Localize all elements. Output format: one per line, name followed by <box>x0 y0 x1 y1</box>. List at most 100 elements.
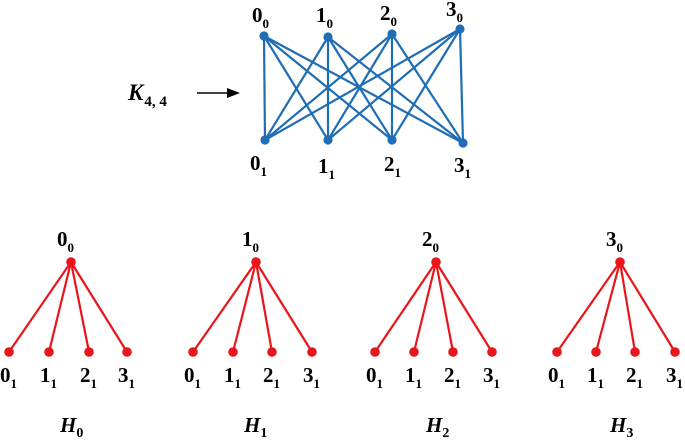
star-3-edge-0 <box>556 261 621 353</box>
star-0-center-label-subscript: 0 <box>68 240 75 255</box>
star-2-leaf-label-3-main: 3 <box>483 363 494 387</box>
k44-bottom-label-0-main: 0 <box>250 151 261 175</box>
k44-edge-1-3 <box>327 36 464 144</box>
star-1-leaf-label-1: 11 <box>224 363 241 391</box>
k44-bottom-node-2 <box>387 135 397 145</box>
k44-bottom-node-3 <box>458 138 468 148</box>
k44-bottom-label-3-subscript: 1 <box>465 166 472 181</box>
k44-title: K4, 4 <box>127 80 167 110</box>
star-2-name-main: H <box>425 413 443 437</box>
k44-top-label-3-subscript: 0 <box>457 10 464 25</box>
k44-bottom-label-0: 01 <box>250 151 267 179</box>
k44-bottom-label-3-main: 3 <box>454 153 465 177</box>
star-0-leaf-node-3 <box>122 347 132 357</box>
star-0-leaf-label-1-main: 1 <box>40 363 51 387</box>
star-0-center-node <box>66 257 76 267</box>
k44-top-node-2 <box>387 29 397 39</box>
star-2-edge-0 <box>374 261 437 353</box>
star-1-center-label-subscript: 0 <box>253 240 260 255</box>
star-3-leaf-label-0: 01 <box>548 363 565 391</box>
star-1-leaf-node-1 <box>228 347 238 357</box>
star-2-name-subscript: 2 <box>442 426 449 440</box>
star-0-leaf-label-1-subscript: 1 <box>51 376 58 391</box>
star-0-leaf-label-0-subscript: 1 <box>11 376 18 391</box>
k44-top-label-2-main: 2 <box>380 1 391 25</box>
star-1-center-label-main: 1 <box>242 227 253 251</box>
k44-bottom-label-2: 21 <box>384 152 401 180</box>
star-2-center-label-main: 2 <box>422 227 433 251</box>
star-1-leaf-label-2: 21 <box>263 363 280 391</box>
k44-edge-3-2 <box>391 28 461 141</box>
star-1-name: H1 <box>243 413 267 440</box>
k44-edge-3-0 <box>264 28 461 141</box>
star-0-name: H0 <box>59 413 83 440</box>
k44-top-label-2: 20 <box>380 1 397 29</box>
star-3-leaf-label-2-main: 2 <box>626 363 637 387</box>
star-2-center-label: 20 <box>422 227 439 255</box>
k44-top-label-0-subscript: 0 <box>263 16 270 31</box>
star-2-center-label-subscript: 0 <box>433 240 440 255</box>
star-2-leaf-label-0-main: 0 <box>366 363 377 387</box>
k44-top-node-1 <box>323 32 333 42</box>
k44-edge-2-3 <box>391 33 464 144</box>
k44-bottom-label-0-subscript: 1 <box>261 164 268 179</box>
star-3-leaf-label-2-subscript: 1 <box>637 376 644 391</box>
star-1-name-subscript: 1 <box>260 426 267 440</box>
star-0-name-subscript: 0 <box>76 426 83 440</box>
star-0-name-main: H <box>59 413 77 437</box>
star-2-leaf-label-1-main: 1 <box>405 363 416 387</box>
star-3-edge-2 <box>618 261 637 353</box>
k44-bottom-label-1-main: 1 <box>318 154 329 178</box>
star-0-edge-0 <box>8 261 72 353</box>
star-3-leaf-label-1: 11 <box>587 363 604 391</box>
k44-label-group: K4, 4 <box>127 80 240 110</box>
star-3-leaf-label-1-subscript: 1 <box>598 376 605 391</box>
k44-nodes <box>259 24 468 148</box>
star-1-name-main: H <box>243 413 261 437</box>
star-0-leaf-label-2-main: 2 <box>80 363 91 387</box>
star-1-edge-0 <box>192 261 257 353</box>
star-0-edge-3 <box>70 261 128 353</box>
k44-top-label-0: 00 <box>252 3 269 31</box>
star-2-leaf-label-3-subscript: 1 <box>494 376 501 391</box>
star-1-leaf-node-3 <box>307 347 317 357</box>
k44-bottom-label-2-subscript: 1 <box>395 165 402 180</box>
k44-top-label-1: 10 <box>316 3 333 31</box>
k44-edge-3-3 <box>458 28 465 144</box>
star-3-leaf-label-2: 21 <box>626 363 643 391</box>
star-2-leaf-label-0-subscript: 1 <box>377 376 384 391</box>
k44-bottom-label-3: 31 <box>454 153 471 181</box>
star-3-leaf-label-0-subscript: 1 <box>559 376 566 391</box>
k44-edge-1-0 <box>264 36 329 141</box>
star-2-center-node <box>431 257 441 267</box>
star-0-leaf-label-3-subscript: 1 <box>129 376 136 391</box>
star-1-leaf-label-1-main: 1 <box>224 363 235 387</box>
star-1-leaf-label-0: 01 <box>184 363 201 391</box>
k44-top-label-3-main: 3 <box>446 0 457 21</box>
star-3-leaf-label-3-main: 3 <box>666 363 677 387</box>
star-2-leaf-label-3: 31 <box>483 363 500 391</box>
star-2-edge-2 <box>434 261 455 353</box>
star-0-leaf-label-3-main: 3 <box>118 363 129 387</box>
star-2-leaf-node-2 <box>448 347 458 357</box>
k44-title-main: K <box>127 80 145 105</box>
star-3-name-subscript: 3 <box>626 426 633 440</box>
star-3-leaf-node-1 <box>591 347 601 357</box>
star-2-leaf-label-2: 21 <box>444 363 461 391</box>
star-1-leaf-label-1-subscript: 1 <box>235 376 242 391</box>
star-1-leaf-label-2-main: 2 <box>263 363 274 387</box>
star-1-leaf-node-0 <box>188 347 198 357</box>
arrow-head <box>227 88 240 98</box>
star-1-leaf-node-2 <box>267 347 277 357</box>
star-2-leaf-label-2-main: 2 <box>444 363 455 387</box>
star-1-leaf-label-2-subscript: 1 <box>274 376 281 391</box>
star-3-leaf-label-3-subscript: 1 <box>677 376 684 391</box>
star-1-leaf-label-3-subscript: 1 <box>314 376 321 391</box>
star-0-edge-1 <box>47 261 73 353</box>
star-3-leaf-node-2 <box>630 347 640 357</box>
star-3-leaf-node-0 <box>552 347 562 357</box>
